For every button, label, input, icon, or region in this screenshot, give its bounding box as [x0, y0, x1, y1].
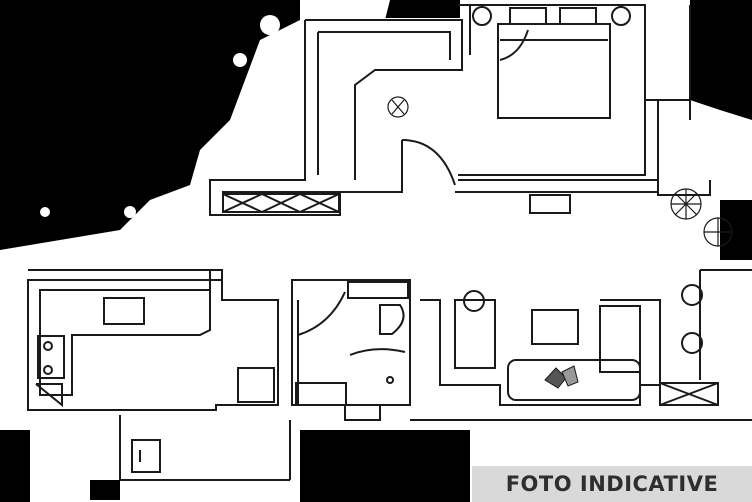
- plant-icons: [387, 96, 733, 247]
- walls: [27, 4, 752, 481]
- watermark-label: FOTO INDICATIVE: [505, 472, 719, 496]
- sofa-cushion-icon: [544, 365, 579, 389]
- watermark-badge: FOTO INDICATIVE: [472, 466, 752, 502]
